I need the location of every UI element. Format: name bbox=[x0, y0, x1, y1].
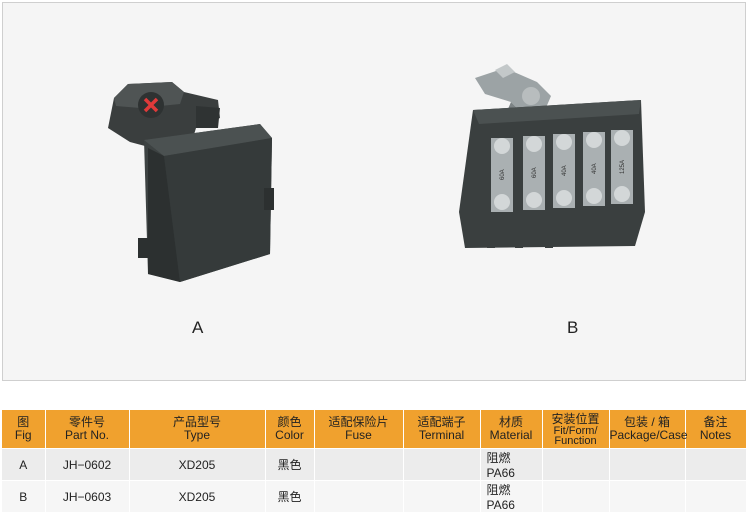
cell-color: 黑色 bbox=[265, 448, 315, 481]
cell-notes bbox=[685, 448, 747, 481]
cell-material: 阻燃 PA66 bbox=[480, 448, 543, 481]
cell-fuse bbox=[314, 448, 404, 481]
cell-fig: B bbox=[2, 480, 46, 513]
fuse-label-1: 60A bbox=[500, 169, 506, 180]
cell-notes bbox=[685, 480, 747, 513]
cell-terminal bbox=[403, 448, 481, 481]
cell-fig: A bbox=[2, 448, 46, 481]
product-b-image: 60A 60A 40A 40A 125A bbox=[459, 64, 645, 248]
cell-fit bbox=[542, 480, 610, 513]
cell-color: 黑色 bbox=[265, 480, 315, 513]
product-a-image bbox=[108, 82, 274, 282]
cell-part-no: JH−0602 bbox=[45, 448, 130, 481]
figure-label-a: A bbox=[192, 318, 204, 337]
cell-package bbox=[609, 480, 686, 513]
cell-material: 阻燃 PA66 bbox=[480, 480, 543, 513]
cell-fit bbox=[542, 448, 610, 481]
fuse-label-2: 60A bbox=[532, 167, 538, 178]
cell-terminal bbox=[403, 480, 481, 513]
fuse-label-3: 40A bbox=[562, 165, 568, 176]
table-row: B JH−0603 XD205 黑色 阻燃 PA66 bbox=[2, 480, 747, 513]
cell-type: XD205 bbox=[129, 448, 266, 481]
cell-package bbox=[609, 448, 686, 481]
cell-type: XD205 bbox=[129, 480, 266, 513]
figure-label-b: B bbox=[567, 318, 579, 337]
table-row: A JH−0602 XD205 黑色 阻燃 PA66 bbox=[2, 448, 747, 481]
fuse-label-5: 125A bbox=[620, 160, 626, 174]
cell-part-no: JH−0603 bbox=[45, 480, 130, 513]
cell-fuse bbox=[314, 480, 404, 513]
fuse-label-4: 40A bbox=[592, 163, 598, 174]
